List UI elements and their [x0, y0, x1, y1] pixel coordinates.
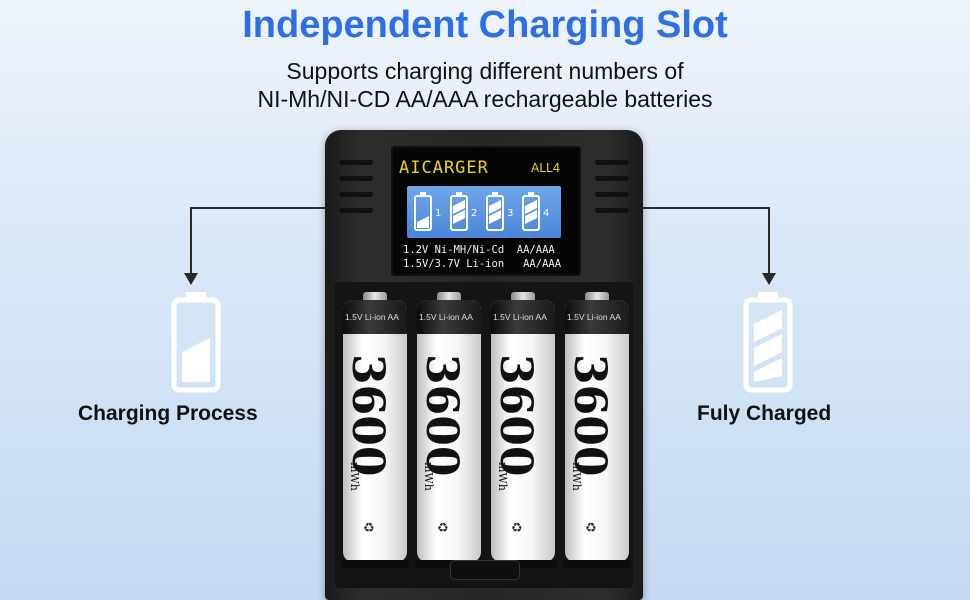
recycle-icon: ♻	[363, 520, 375, 535]
battery-type-label: 1.5V Li-ion AA	[493, 312, 547, 322]
grip-ridge	[339, 192, 373, 197]
battery-full-icon	[743, 292, 793, 393]
subtitle-line-2: NI-Mh/NI-CD AA/AAA rechargeable batterie…	[257, 86, 713, 112]
battery-unit-wrap: mWh	[421, 462, 437, 502]
battery-slot-3: 1.5V Li-ion AA 3600 mWh ♻	[489, 292, 557, 568]
grip-ridge	[595, 192, 629, 197]
right-connector-horizontal	[640, 207, 770, 209]
battery-release-latch[interactable]	[450, 560, 520, 580]
battery-capacity: 3600	[564, 354, 615, 477]
battery	[343, 300, 407, 562]
battery-label-band	[565, 300, 629, 334]
lcd-slot-number: 3	[507, 208, 514, 219]
lcd-slot-number: 2	[471, 208, 478, 219]
page-title: Independent Charging Slot	[242, 4, 728, 46]
battery-label-band	[417, 300, 481, 334]
lcd-slot-number: 1	[435, 208, 442, 219]
lcd-slot-number: 4	[543, 208, 550, 219]
battery-unit-wrap: mWh	[569, 462, 585, 502]
slot-base	[489, 560, 557, 568]
battery-unit: mWh	[496, 462, 509, 491]
battery-unit: mWh	[570, 462, 583, 491]
battery-terminal	[363, 292, 387, 302]
battery-charger: AICARGER ALL4	[325, 130, 643, 600]
battery	[565, 300, 629, 562]
battery-capacity: 3600	[490, 354, 541, 477]
battery-capacity: 3600	[342, 354, 393, 477]
battery-slot-4: 1.5V Li-ion AA 3600 mWh ♻	[563, 292, 631, 568]
battery-unit-wrap: mWh	[347, 462, 363, 502]
model-name: ALL4	[531, 161, 561, 175]
battery-label-band	[491, 300, 555, 334]
grip-ridge	[339, 160, 373, 165]
lcd-battery-indicators: 1 2 3 4	[407, 186, 561, 238]
grip-ridge	[339, 176, 373, 181]
battery-unit: mWh	[348, 462, 361, 491]
left-connector-horizontal	[190, 207, 328, 209]
battery	[417, 300, 481, 562]
right-arrow-icon	[762, 273, 776, 285]
battery	[491, 300, 555, 562]
grip-ridge	[339, 208, 373, 213]
battery-slot-2: 1.5V Li-ion AA 3600 mWh ♻	[415, 292, 483, 568]
battery-type-label: 1.5V Li-ion AA	[567, 312, 621, 322]
battery-unit-wrap: mWh	[495, 462, 511, 502]
battery-slot-1: 1.5V Li-ion AA 3600 mWh ♻	[341, 292, 409, 568]
subtitle-line-1: Supports charging different numbers of	[286, 58, 684, 84]
right-connector-vertical	[768, 207, 770, 275]
battery-terminal	[511, 292, 535, 302]
spec-liion: 1.5V/3.7V Li-ion AA/AAA	[403, 258, 562, 270]
recycle-icon: ♻	[585, 520, 597, 535]
battery-type-label: 1.5V Li-ion AA	[419, 312, 473, 322]
left-arrow-icon	[184, 273, 198, 285]
battery-terminal	[585, 292, 609, 302]
left-connector-vertical	[190, 207, 192, 275]
recycle-icon: ♻	[511, 520, 523, 535]
fully-charged-label: Fuly Charged	[697, 402, 832, 425]
battery-unit: mWh	[422, 462, 435, 491]
slot-base	[563, 560, 631, 568]
battery-charging-icon	[171, 292, 221, 393]
battery-capacity: 3600	[416, 354, 467, 477]
slot-base	[341, 560, 409, 568]
battery-slots: 1.5V Li-ion AA 3600 mWh ♻ 1.5V Li-ion AA…	[335, 282, 633, 588]
recycle-icon: ♻	[437, 520, 449, 535]
lcd-battery-icons	[414, 192, 540, 231]
charger-display: AICARGER ALL4	[391, 146, 581, 276]
grip-ridge	[595, 208, 629, 213]
battery-terminal	[437, 292, 461, 302]
brand-name: AICARGER	[399, 158, 489, 178]
charging-process-label: Charging Process	[78, 402, 258, 425]
grip-ridge	[595, 176, 629, 181]
grip-ridge	[595, 160, 629, 165]
slot-base	[415, 560, 483, 568]
battery-label-band	[343, 300, 407, 334]
battery-type-label: 1.5V Li-ion AA	[345, 312, 399, 322]
spec-nimh: 1.2V Ni-MH/Ni-Cd AA/AAA	[403, 244, 555, 256]
